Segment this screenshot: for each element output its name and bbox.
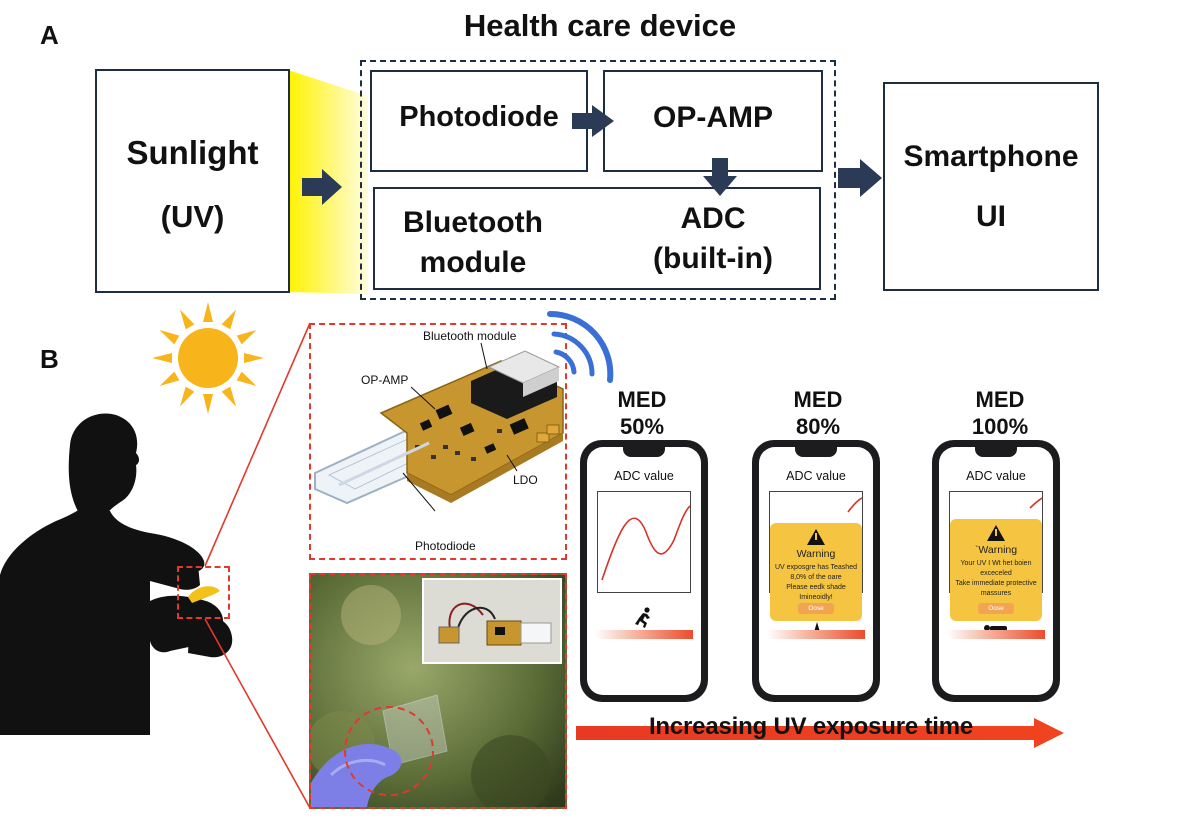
warning-line: exceceled xyxy=(980,570,1012,577)
arrow-sunlight-to-device xyxy=(302,169,342,205)
adc-curve xyxy=(847,497,863,513)
warning-line: massures xyxy=(980,590,1012,597)
opamp-component-label: OP-AMP xyxy=(361,373,409,387)
device-photo-inset xyxy=(309,573,567,809)
photodiode-label: Photodiode xyxy=(399,101,559,133)
adc-value-title: ADC value xyxy=(966,469,1026,483)
warning-popup: Warning UV exposgre has Teashed 8,0% of … xyxy=(770,523,862,621)
circuit-inset: Bluetooth module OP-AMP LDO Photodiode xyxy=(309,323,567,560)
med-label-100: MED 100% xyxy=(971,387,1029,439)
arrow-device-to-smartphone xyxy=(838,159,882,197)
health-care-device-outline xyxy=(360,60,836,300)
warning-title: Warning xyxy=(796,548,836,560)
arrow-photodiode-to-opamp xyxy=(572,105,614,137)
photodiode-box: Photodiode xyxy=(370,70,588,172)
device-photo xyxy=(311,575,565,807)
phone-notch xyxy=(795,447,837,457)
opamp-label: OP-AMP xyxy=(653,101,773,134)
warning-line: Take immediate protective xyxy=(955,580,1037,587)
warning-line: Please eedk shade Imineoidly! xyxy=(786,584,846,601)
arrow-opamp-to-adc xyxy=(703,158,737,196)
sunlight-label: Sunlight xyxy=(126,134,259,171)
adc-value-title: ADC value xyxy=(614,469,674,483)
sunlight-box: Sunlight (UV) xyxy=(95,69,290,293)
person-silhouette-icon xyxy=(0,413,233,735)
wrist-highlight-box xyxy=(177,566,230,619)
panel-a-arrows xyxy=(302,105,882,205)
person-standing-icon xyxy=(814,622,820,632)
exposure-gradient-bar xyxy=(767,630,865,639)
adc-curve xyxy=(1029,497,1043,509)
exposure-gradient-bar xyxy=(947,630,1045,639)
bluetooth-module-label: Bluetooth module xyxy=(423,329,517,343)
med-label-80: MED 80% xyxy=(793,387,843,439)
warning-line: 8,0% of the oare xyxy=(790,574,842,581)
panel-b-label: B xyxy=(40,344,59,374)
bluetooth-label: Bluetooth xyxy=(403,206,543,239)
warning-line: UV exposgre has Teashed xyxy=(775,564,857,571)
built-in-label: (built-in) xyxy=(653,242,773,275)
smartphone-label: Smartphone xyxy=(903,140,1079,173)
uv-label: (UV) xyxy=(160,199,225,234)
phone-med-50: ADC value xyxy=(580,440,708,702)
photodiode-component-label: Photodiode xyxy=(415,539,476,553)
adc-label: ADC xyxy=(680,202,746,235)
smartphone-ui-box: Smartphone UI xyxy=(883,82,1099,291)
adc-plot xyxy=(597,491,691,593)
sun-icon xyxy=(152,302,264,414)
ui-label: UI xyxy=(976,200,1006,233)
wireless-signal-icon xyxy=(547,310,614,383)
med-label-50: MED 50% xyxy=(617,387,667,439)
bluetooth-adc-box: Bluetooth module ADC (built-in) xyxy=(373,187,821,290)
increasing-exposure-label: Increasing UV exposure time xyxy=(648,713,974,740)
phone-med-100: ADC value `Warning Your UV I Wt het boie… xyxy=(932,440,1060,702)
exposure-gradient-bar xyxy=(595,630,693,639)
health-care-device-title: Health care device xyxy=(463,8,737,43)
close-button[interactable]: Oose xyxy=(978,603,1014,614)
phone-notch xyxy=(623,447,665,457)
panel-a-label: A xyxy=(40,20,59,50)
warning-title: `Warning xyxy=(974,544,1018,556)
module-label: module xyxy=(419,246,527,279)
warning-popup: `Warning Your UV I Wt het boien excecele… xyxy=(950,519,1042,621)
opamp-box: OP-AMP xyxy=(603,70,823,172)
adc-curve xyxy=(601,505,691,581)
warning-line: Your UV I Wt het boien xyxy=(960,560,1032,567)
phone-med-80: ADC value Warning UV exposgre has Teashe… xyxy=(752,440,880,702)
close-button[interactable]: Oose xyxy=(798,603,834,614)
running-person-icon xyxy=(635,607,650,628)
ldo-label: LDO xyxy=(513,473,538,487)
phone-notch xyxy=(975,447,1017,457)
increasing-exposure-arrow xyxy=(576,718,1064,748)
person-lying-icon xyxy=(984,625,1007,631)
adc-value-title: ADC value xyxy=(786,469,846,483)
circuit-board-illustration xyxy=(314,342,564,512)
